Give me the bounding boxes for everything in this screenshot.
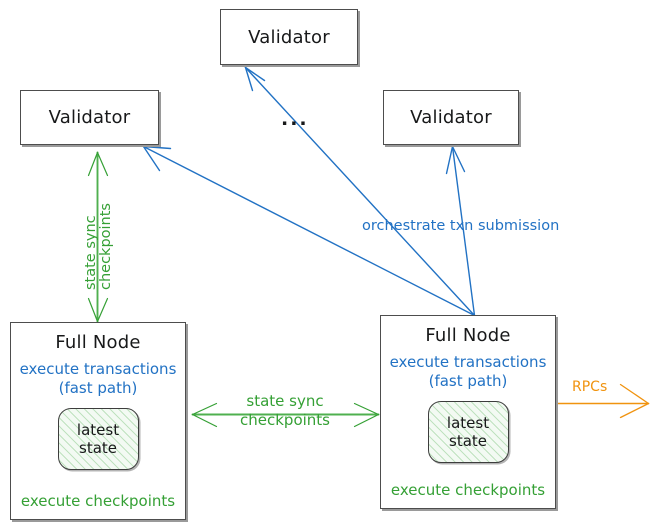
middle-state-sync-label: state sync checkpoints [226,392,344,430]
validator-top-label: Validator [248,26,330,48]
validator-left-box[interactable]: Validator [20,90,159,145]
fullnode-left-state-line-1: latest [76,421,120,440]
middle-state-sync-line-2: checkpoints [240,410,330,429]
validator-top-box[interactable]: Validator [220,9,358,65]
fullnode-left-box[interactable]: Full Node execute transactions (fast pat… [10,322,186,520]
orchestrate-txn-submission-label: orchestrate txn submission [362,218,560,234]
validator-right-box[interactable]: Validator [383,90,519,145]
vertical-state-sync-label: state sync checkpoints [83,203,114,290]
fullnode-right-state-line-2: state [449,432,487,451]
fullnode-left-title: Full Node [55,332,141,353]
fullnode-left-latest-state-box[interactable]: latest state [57,408,139,471]
validator-left-label: Validator [48,107,131,128]
fullnode-left-fastpath-text: execute transactions (fast path) [20,360,177,398]
fullnode-right-blue-line-1: execute transactions [389,353,547,371]
vertical-state-sync-line-1: state sync [83,215,99,290]
fullnode-right-fastpath-text: execute transactions (fast path) [390,353,547,391]
fullnode-right-state-line-1: latest [446,414,490,433]
fullnode-right-title: Full Node [425,325,511,346]
fullnode-left-blue-line-1: execute transactions [19,360,177,378]
validator-right-label: Validator [410,107,492,128]
fullnode-right-latest-state-box[interactable]: latest state [427,401,509,464]
fullnode-left-blue-line-2: (fast path) [58,379,138,398]
fullnode-left-execute-checkpoints-label: execute checkpoints [20,492,176,511]
fullnode-left-state-line-2: state [79,439,117,458]
fullnode-right-execute-checkpoints-label: execute checkpoints [390,481,546,500]
middle-state-sync-line-1: state sync [246,392,324,410]
rpcs-label: RPCs [572,379,608,395]
validators-ellipsis: ... [281,108,309,130]
fullnode-right-blue-line-2: (fast path) [428,372,508,391]
fullnode-right-box[interactable]: Full Node execute transactions (fast pat… [380,315,556,509]
vertical-state-sync-line-2: checkpoints [97,203,114,290]
